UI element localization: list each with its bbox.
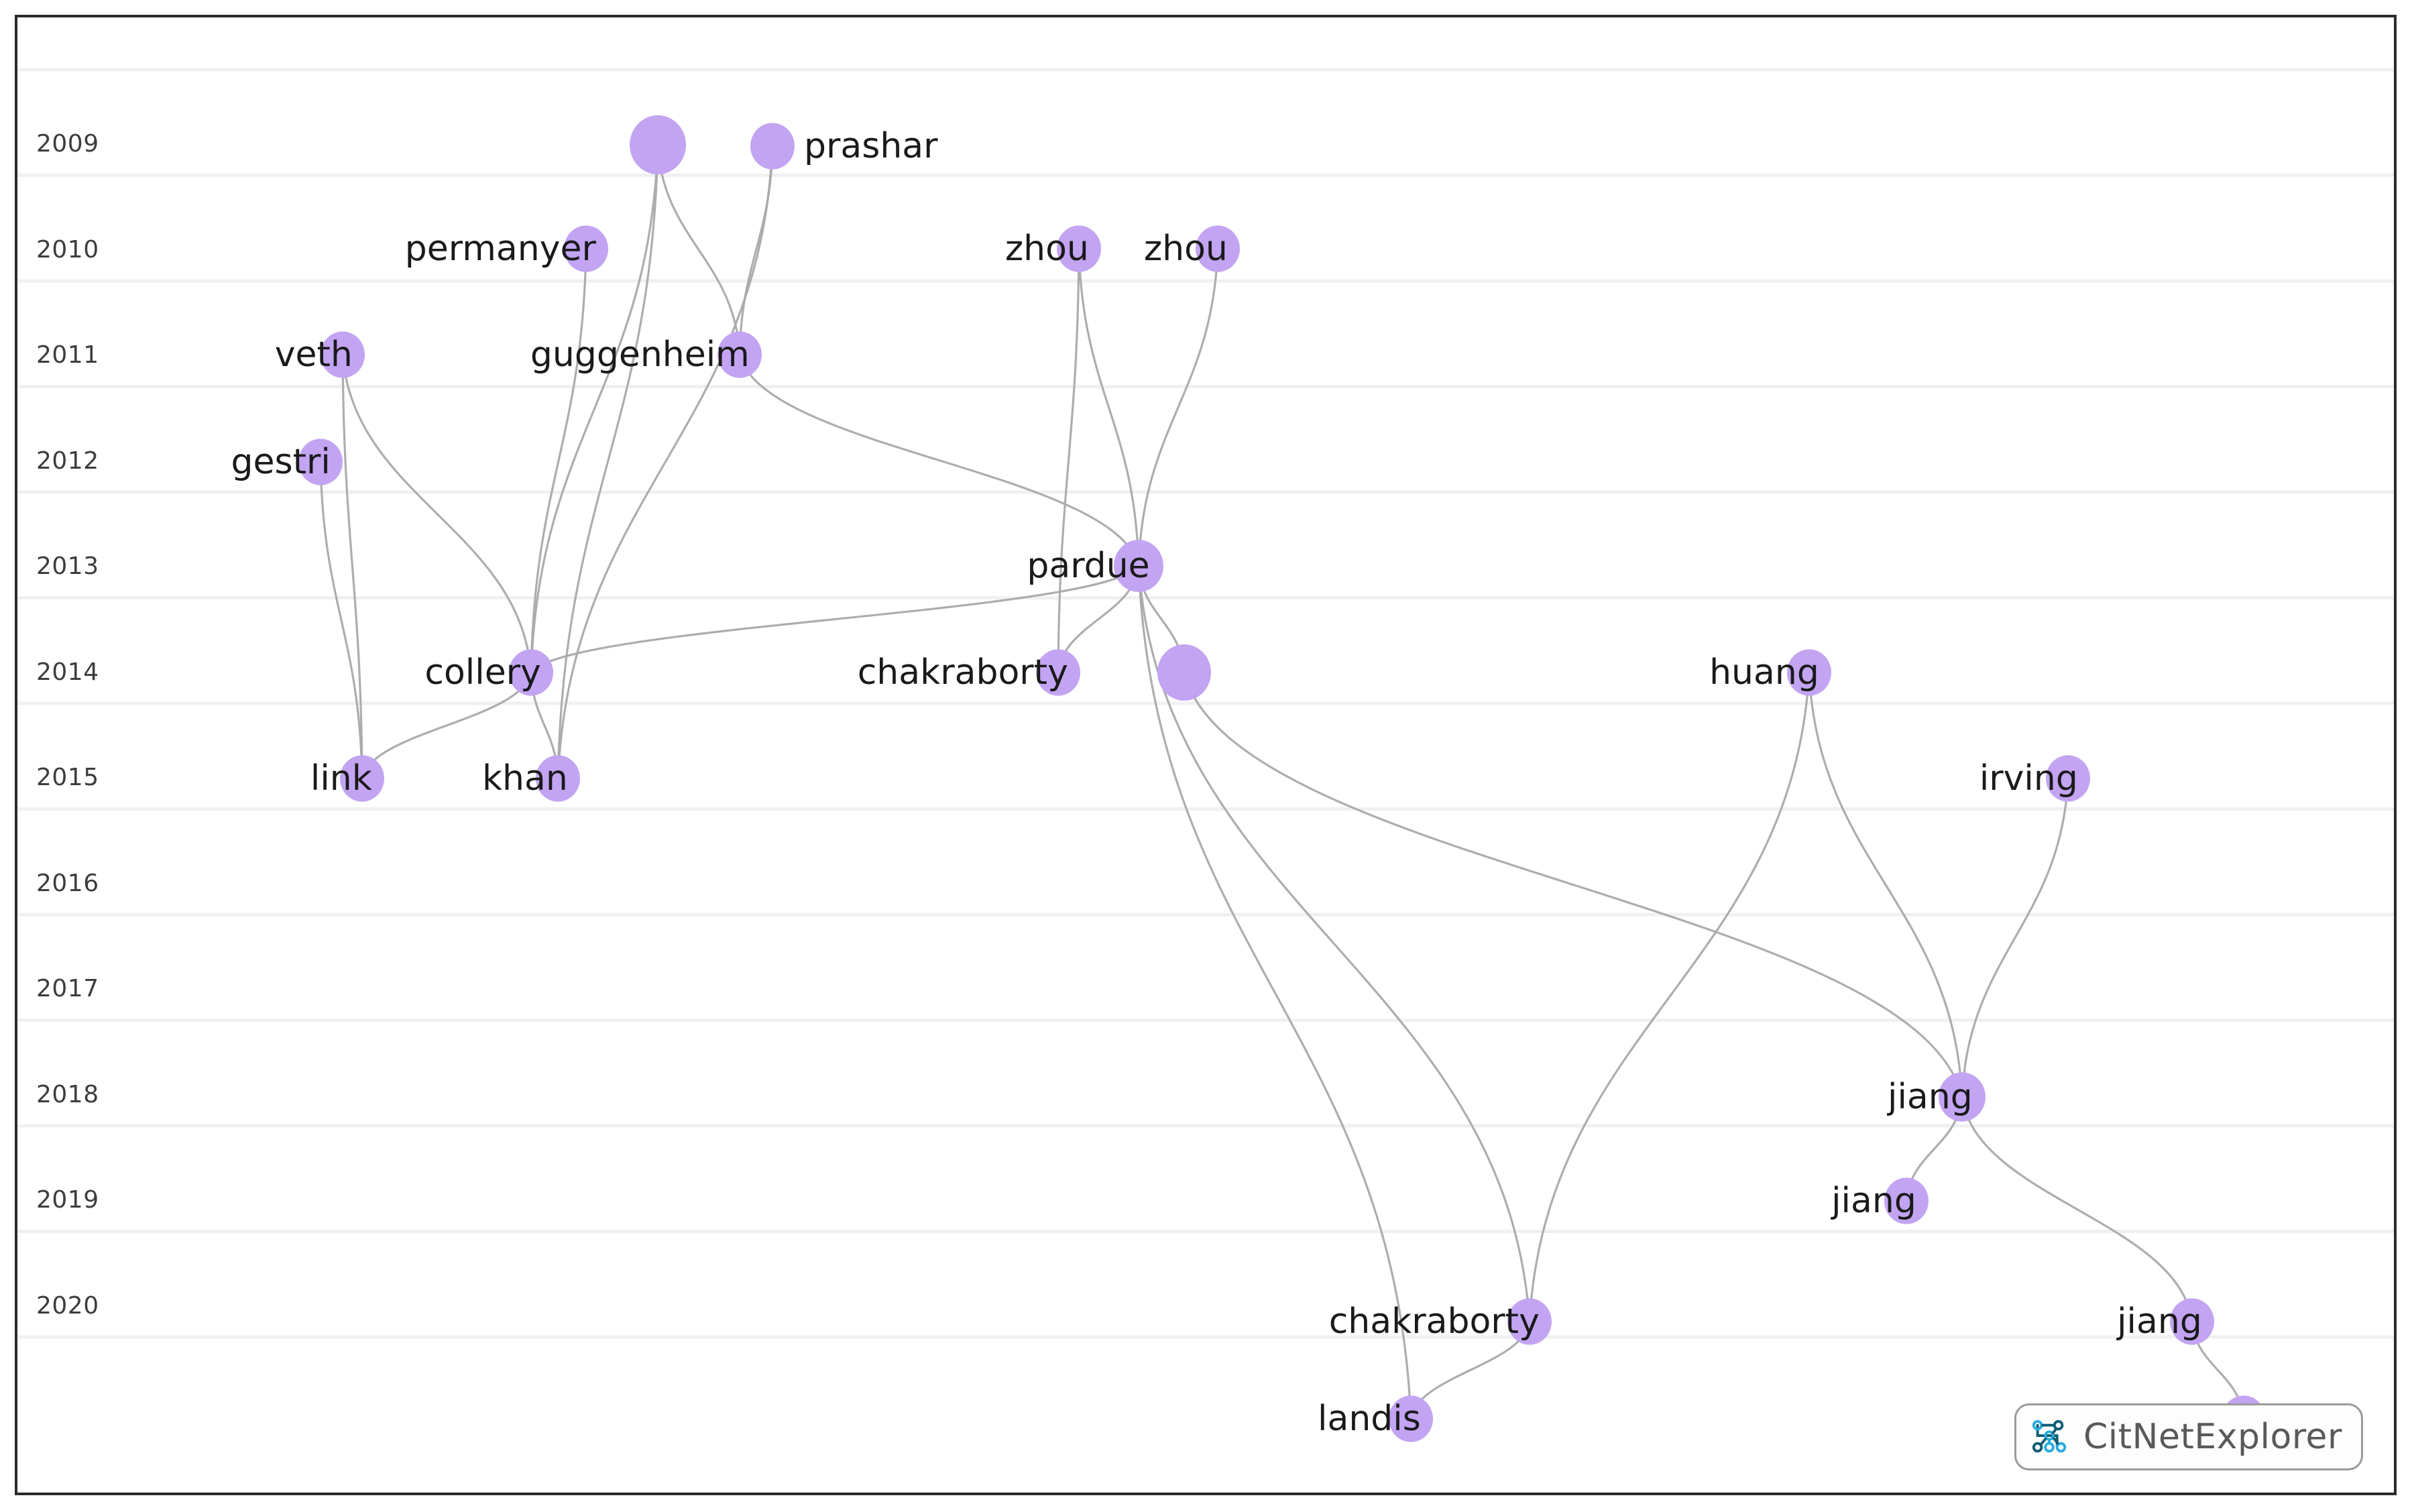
year-tick-label-2015: 2015 [36,764,99,791]
citation-edge [1808,672,1963,1098]
network-node-gestri[interactable] [298,439,343,485]
network-node-irving[interactable] [2046,755,2090,802]
network-node-jiang[interactable] [1939,1072,1986,1122]
citation-edge [738,354,1140,567]
network-node-permanyer[interactable] [564,225,608,272]
network-node-landis[interactable] [1389,1395,1433,1442]
citation-edge [557,144,659,779]
network-node-pardue[interactable] [1114,540,1163,592]
citation-edge [341,354,532,673]
network-node-khan[interactable] [536,755,580,802]
year-tick-label-2013: 2013 [36,553,99,580]
citation-edge [738,146,774,355]
network-node-zhou[interactable] [1196,225,1240,272]
network-canvas [17,68,2394,1442]
edge-group [319,144,2245,1419]
citation-edge [1078,248,1140,567]
network-node-link[interactable] [340,755,384,802]
citation-edge [1961,778,2069,1098]
year-tick-label-2009: 2009 [36,130,99,158]
gridline-group [17,68,2394,1339]
network-node-zhou[interactable] [1057,225,1101,272]
network-nodes-icon [2032,1419,2067,1453]
citnetexplorer-badge: CitNetExplorer [2014,1403,2363,1470]
year-tick-label-2016: 2016 [36,869,99,897]
network-node[interactable] [630,115,686,175]
year-tick-label-2012: 2012 [36,447,99,475]
network-node-jiang[interactable] [1884,1177,1929,1224]
year-tick-label-2011: 2011 [36,341,99,369]
citation-edge [1528,672,1810,1322]
network-node-guggenheim[interactable] [717,331,762,378]
year-tick-label-2010: 2010 [36,235,99,264]
brand-label: CitNetExplorer [2083,1417,2342,1457]
year-tick-label-2019: 2019 [36,1186,99,1214]
citation-edge [1057,248,1080,673]
citation-edge [341,354,363,779]
citation-edge [1137,565,1531,1322]
citation-edge [530,248,587,673]
network-node-huang[interactable] [1787,649,1831,696]
citation-edge [1183,672,1963,1098]
network-plot-area[interactable]: 2009 2010 2011 2012 2013 2014 2015 2016 2017 2018… [17,17,2394,1493]
network-node-veth[interactable] [321,331,365,378]
citation-edge [656,144,741,355]
network-node-prashar[interactable] [750,123,795,170]
citation-edge [530,144,659,673]
network-node-chakraborty[interactable] [1036,649,1080,696]
year-tick-label-2020: 2020 [36,1291,99,1320]
network-node[interactable] [1157,644,1211,701]
citation-edge [1137,248,1219,567]
network-node-jiang[interactable] [2170,1298,2214,1345]
citation-edge [530,565,1140,673]
citation-edge [557,146,774,779]
node-group[interactable] [298,115,2266,1442]
citation-edge [1137,565,1412,1419]
citation-edge [319,461,363,779]
year-tick-label-2014: 2014 [36,658,99,686]
network-node-chakraborty[interactable] [1507,1298,1552,1345]
citation-edge [1961,1096,2193,1322]
network-node-collery[interactable] [509,649,553,696]
citation-edge [361,672,532,779]
plot-frame: 2009 2010 2011 2012 2013 2014 2015 2016 2017 2018… [15,15,2397,1495]
year-tick-label-2017: 2017 [36,975,99,1002]
year-tick-label-2018: 2018 [36,1080,99,1108]
